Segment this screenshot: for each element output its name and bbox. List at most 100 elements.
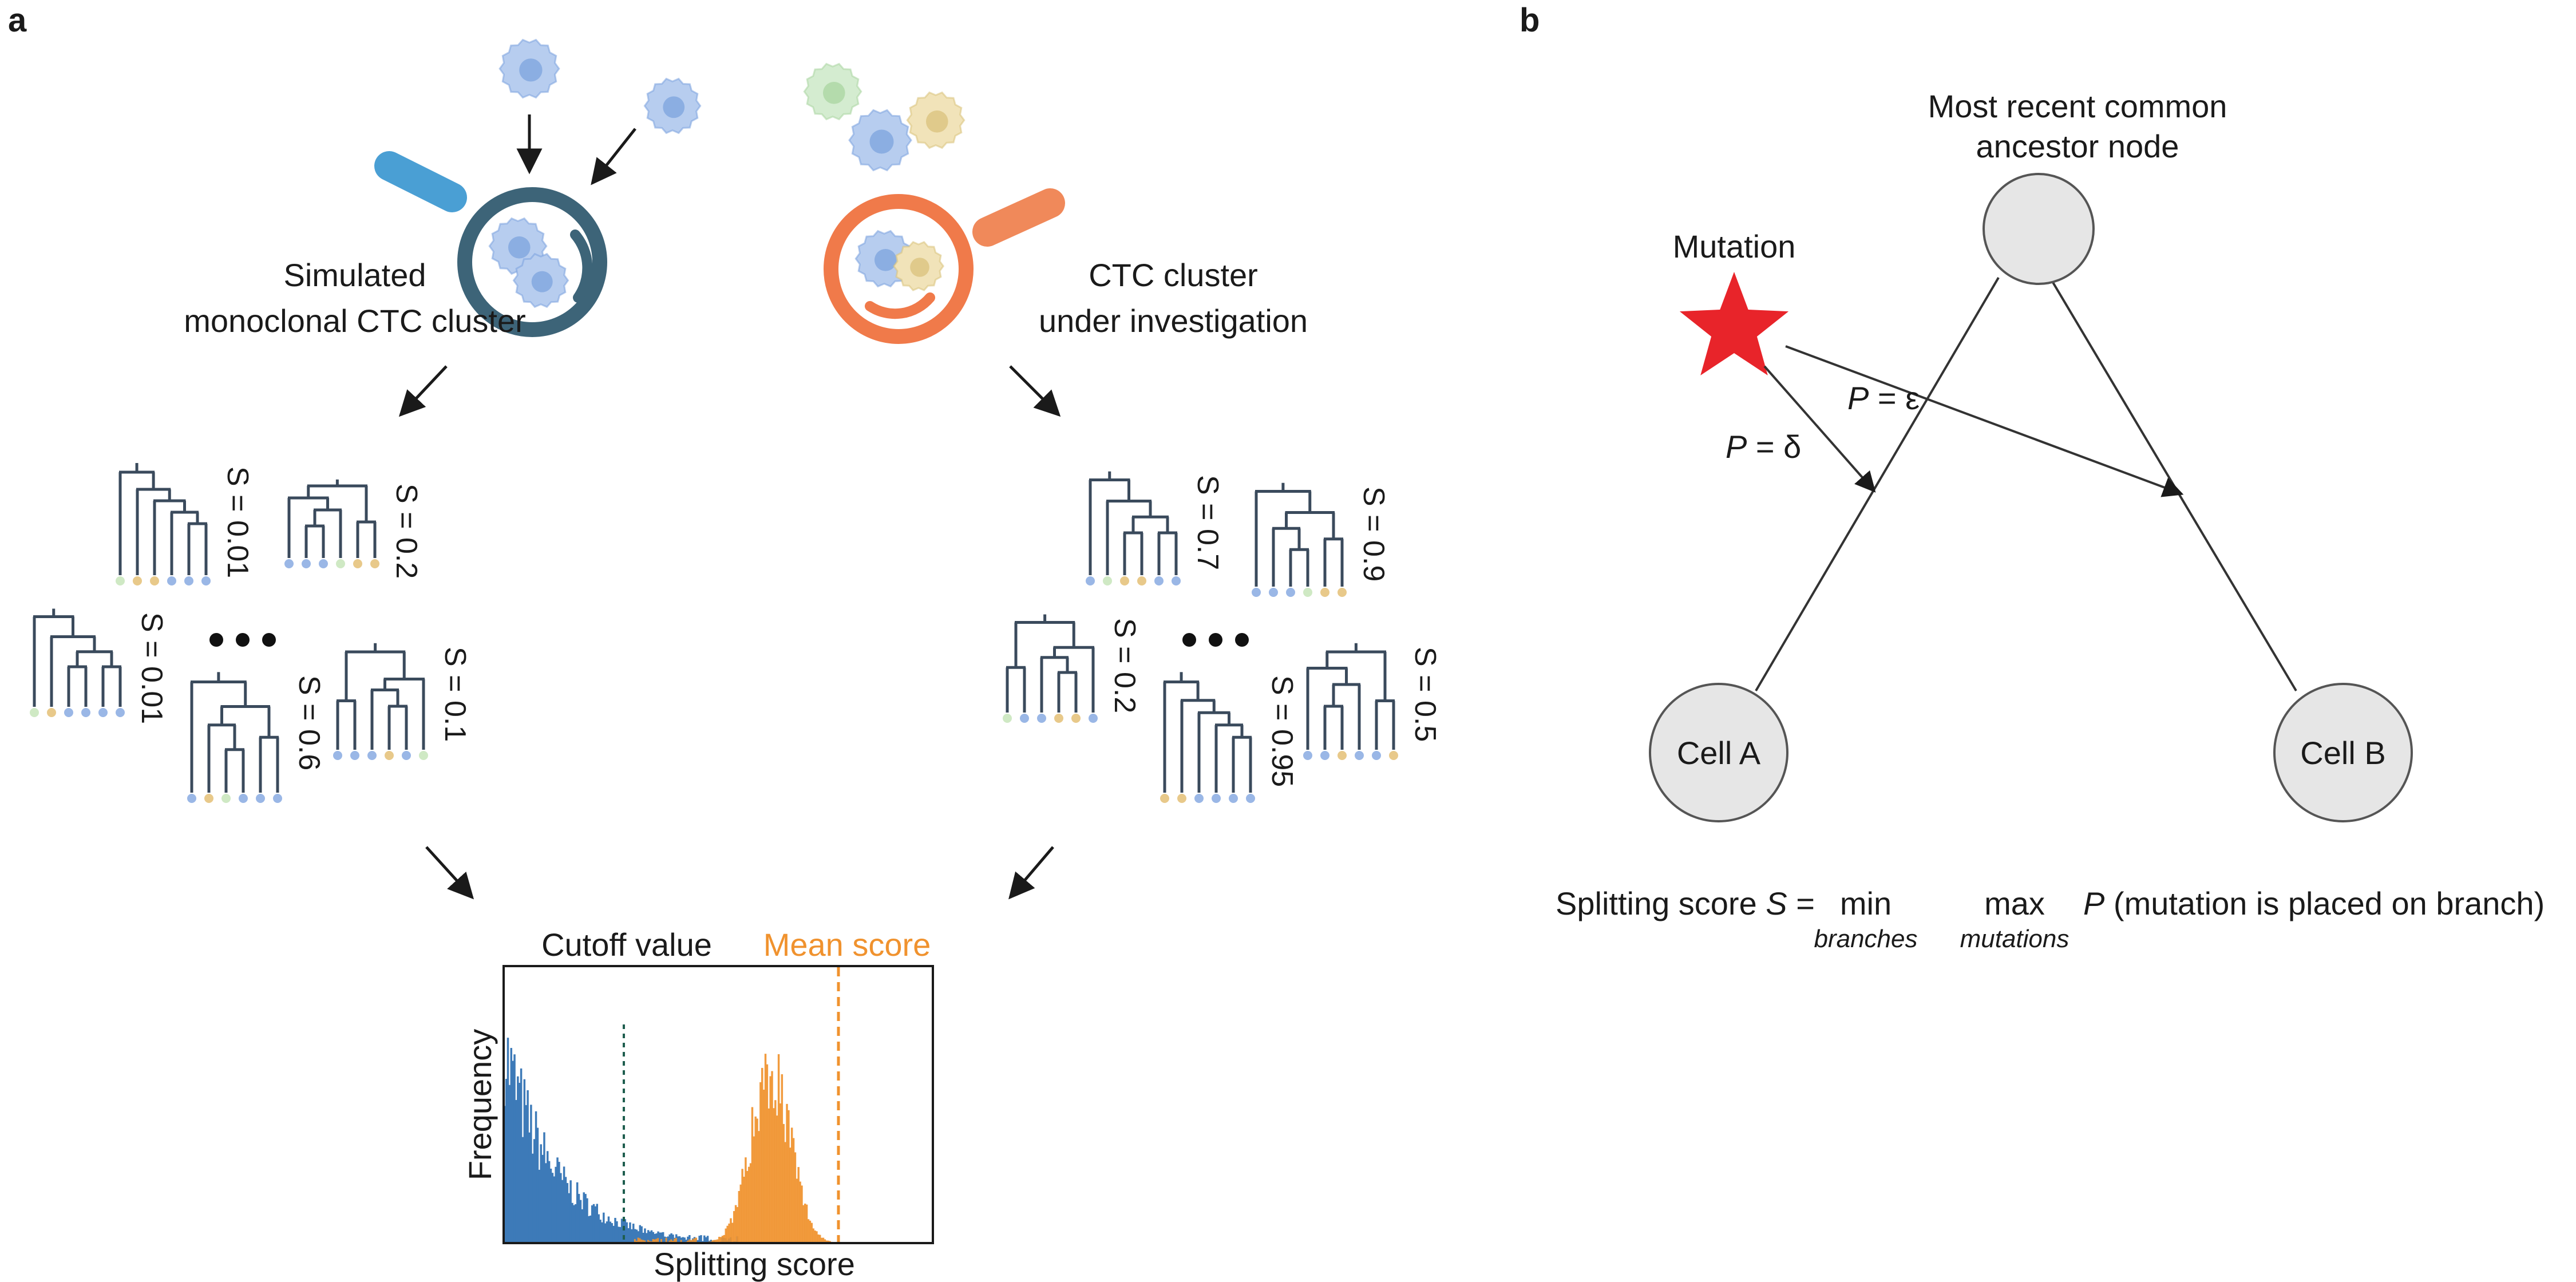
leaf-dot	[350, 751, 359, 760]
hist-bar-simulated	[631, 1229, 633, 1243]
hist-bar-investigated	[654, 1239, 656, 1243]
hist-bar-simulated	[676, 1236, 679, 1243]
leaf-dot	[116, 576, 125, 585]
arrow-left-trees-to-hist	[425, 846, 474, 900]
hist-bar-investigated	[668, 1240, 671, 1243]
hist-bar-investigated	[728, 1223, 730, 1243]
hist-bar-investigated	[634, 1239, 636, 1243]
hist-bar-simulated	[551, 1173, 554, 1243]
hist-bar-investigated	[747, 1166, 750, 1243]
hist-bar-simulated	[538, 1169, 541, 1243]
arrow-cell-to-left-lens-2	[591, 128, 636, 185]
hist-bar-investigated	[797, 1167, 800, 1243]
leaf-dot	[201, 576, 211, 585]
hist-bar-investigated	[739, 1184, 742, 1243]
leaf-dot	[133, 576, 142, 585]
hist-bar-investigated	[804, 1204, 806, 1243]
hist-bar-simulated	[549, 1168, 552, 1243]
hist-bar-investigated	[674, 1239, 676, 1243]
hist-bar-investigated	[784, 1142, 786, 1243]
hist-bar-investigated	[719, 1237, 722, 1243]
hist-bar-simulated	[571, 1202, 573, 1243]
right-caption-line1: CTC cluster	[1089, 257, 1258, 293]
hist-bar-simulated	[629, 1222, 631, 1243]
hist-bar-investigated	[725, 1228, 727, 1243]
hist-bar-simulated	[535, 1111, 537, 1243]
hist-bar-investigated	[749, 1163, 752, 1243]
hist-bar-investigated	[790, 1127, 793, 1243]
arrow-right-trees-to-hist	[1008, 846, 1054, 900]
hist-bar-simulated	[533, 1139, 536, 1243]
cell-icon	[643, 77, 702, 134]
cutoff-label: Cutoff value	[541, 927, 712, 963]
panel-b-letter: b	[1520, 2, 1540, 39]
hist-bar-investigated	[754, 1116, 757, 1243]
hist-bar-investigated	[672, 1240, 674, 1243]
leaf-dot	[1355, 751, 1364, 760]
hist-bar-simulated	[596, 1204, 599, 1243]
right-tree: S = 0.5	[1303, 643, 1442, 760]
p-delta-label: P = δ	[1726, 429, 1801, 465]
leaf-dot	[1372, 751, 1381, 760]
hist-bar-investigated	[637, 1237, 640, 1243]
hist-bar-simulated	[518, 1082, 521, 1243]
mutation-label: Mutation	[1673, 228, 1796, 264]
hist-bar-simulated	[607, 1216, 610, 1243]
leaf-dot	[47, 708, 56, 717]
leaf-dot	[1303, 588, 1312, 597]
histogram: Cutoff value Mean score Frequency Splitt…	[462, 927, 934, 1282]
hist-bar-investigated	[640, 1239, 643, 1243]
leaf-dot	[204, 794, 213, 803]
leaf-dot	[1137, 576, 1146, 585]
hist-bar-simulated	[575, 1204, 577, 1243]
hist-bar-simulated	[687, 1236, 689, 1243]
hist-bar-investigated	[761, 1067, 763, 1243]
right-ellipsis	[1182, 633, 1249, 647]
left-tree: S = 0.2	[284, 479, 423, 579]
hist-bar-simulated	[513, 1054, 516, 1243]
hist-bar-simulated	[624, 1219, 627, 1243]
hist-bar-simulated	[672, 1234, 674, 1243]
hist-bar-investigated	[774, 1100, 777, 1243]
hist-bar-investigated	[825, 1240, 828, 1243]
hist-bar-investigated	[759, 1082, 762, 1243]
hist-bar-simulated	[657, 1231, 659, 1243]
right-tree: S = 0.7	[1086, 471, 1224, 585]
leaf-dot	[30, 708, 39, 717]
hist-bar-simulated	[588, 1216, 590, 1243]
hist-bar-simulated	[525, 1105, 527, 1243]
hist-bar-simulated	[555, 1166, 557, 1243]
hist-bar-investigated	[775, 1115, 778, 1243]
hist-bar-investigated	[758, 1131, 760, 1243]
hist-bar-investigated	[796, 1178, 798, 1243]
hist-bar-simulated	[654, 1233, 656, 1243]
leaf-dot	[167, 576, 176, 585]
tree-score-label: S = 0.5	[1408, 647, 1442, 742]
leaf-dot	[1286, 588, 1295, 597]
histogram-ylabel: Frequency	[462, 1029, 498, 1181]
hist-bar-simulated	[597, 1214, 600, 1243]
hist-bar-investigated	[802, 1205, 805, 1243]
hist-bar-investigated	[731, 1222, 734, 1243]
cell-a-node	[1649, 683, 1788, 822]
hist-bar-investigated	[786, 1103, 788, 1243]
cell-a-label: Cell A	[1677, 735, 1761, 771]
cell-icon	[512, 252, 569, 308]
hist-bar-simulated	[662, 1232, 664, 1243]
hist-bar-simulated	[650, 1230, 653, 1243]
hist-bar-investigated	[657, 1238, 659, 1243]
hist-bar-simulated	[626, 1222, 628, 1243]
ancestor-label-line1: Most recent common	[1928, 88, 2227, 124]
left-magnifier-handle	[374, 151, 467, 212]
hist-bar-simulated	[561, 1180, 564, 1243]
leaf-dot	[284, 559, 294, 568]
hist-bar-simulated	[560, 1173, 562, 1243]
branch-to-cell-b	[2049, 276, 2297, 692]
panel-a-letter: a	[8, 2, 27, 39]
hist-bar-simulated	[527, 1090, 529, 1243]
hist-bar-simulated	[547, 1151, 549, 1243]
hist-bar-simulated	[577, 1194, 580, 1243]
hist-bar-investigated	[660, 1239, 663, 1243]
hist-bar-simulated	[618, 1226, 620, 1243]
